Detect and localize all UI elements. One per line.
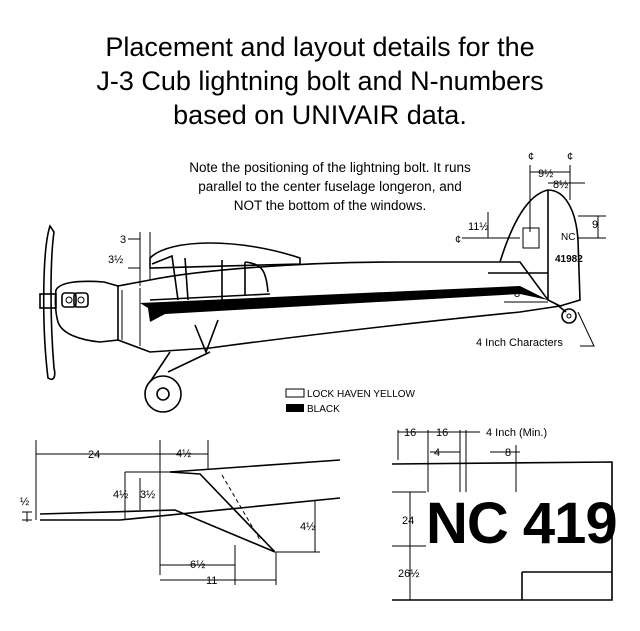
cl-symbol-top: ¢	[528, 151, 534, 163]
n-number-detail: NC 419 16 16 4 Inch (Min.) 4 8 24 26½	[391, 427, 618, 601]
dim-9-half-label: 9½	[538, 168, 553, 180]
dim-3-half-label: 3½	[140, 489, 155, 501]
dim-8-label: 8	[505, 447, 511, 459]
window-bottom	[149, 293, 271, 301]
main-wheel-hub	[156, 387, 170, 401]
fuselage-outline	[117, 261, 563, 353]
bolt-center-dash	[221, 474, 261, 541]
title-line-1: Placement and layout details for the	[105, 32, 535, 62]
dim-6-half-label: 6½	[190, 559, 205, 571]
legend-black-swatch	[286, 404, 304, 412]
gear-leg	[149, 351, 171, 383]
dim-9-label: 9	[592, 219, 598, 231]
dim-16a-label: 16	[404, 427, 416, 439]
dim-4-half-top-label: 4½	[176, 448, 191, 460]
cl-symbol-top-right: ¢	[567, 151, 573, 163]
dim-half-label: ½	[20, 496, 29, 508]
cabin-roof	[149, 242, 301, 269]
propeller	[42, 224, 56, 381]
tail-wheel-hub	[566, 313, 572, 319]
tail-nc-label: NC	[561, 232, 575, 243]
bolt-lower-edge	[40, 497, 341, 521]
prop-hub	[39, 293, 57, 309]
color-legend: LOCK HAVEN YELLOW BLACK	[285, 388, 416, 415]
lightning-bolt-stripe	[140, 286, 548, 322]
dim-26-half-label: 26½	[398, 568, 419, 580]
dim-24-label: 24	[88, 449, 100, 461]
gear-brace	[167, 351, 211, 373]
dim-24-label: 24	[402, 515, 414, 527]
dim-11-half-label: 11½	[468, 221, 489, 233]
tail-insignia	[522, 227, 540, 249]
dim-8-half-label: 8½	[553, 179, 568, 191]
bolt-detail: 24 4½ 4½ 3½ ½ 4½ 6½ 11	[20, 440, 341, 587]
chars-note-label: 4 Inch Characters	[476, 337, 563, 349]
legend-yellow-swatch	[285, 388, 305, 398]
page-title: Placement and layout details for the J-3…	[0, 30, 640, 132]
title-line-3: based on UNIVAIR data.	[173, 100, 467, 130]
engine-cowling	[54, 280, 119, 343]
main-gear-strut	[194, 319, 219, 355]
window-strut-1	[184, 257, 189, 301]
cl-symbol-left: ¢	[455, 234, 461, 246]
rear-window	[244, 261, 269, 293]
tail-wheel	[561, 308, 577, 324]
tail-wheel-spring	[555, 303, 567, 313]
dim-16b-label: 16	[436, 427, 448, 439]
legend-black-label: BLACK	[307, 404, 340, 415]
dim-4-label: 4	[434, 447, 440, 459]
dim-3-label: 3	[120, 234, 126, 246]
bolt-upper-edge	[169, 459, 341, 473]
fuselage-panel	[391, 461, 613, 601]
legend-yellow-label: LOCK HAVEN YELLOW	[307, 389, 416, 400]
dim-4-half-left-label: 4½	[113, 489, 128, 501]
dim-11-label: 11	[206, 575, 217, 587]
main-wheel	[144, 375, 182, 413]
cylinder-2	[73, 292, 89, 308]
tail-number-label: 41982	[555, 254, 583, 265]
dim-4-min-label: 4 Inch (Min.)	[486, 427, 547, 439]
title-line-2: J-3 Cub lightning bolt and N-numbers	[96, 66, 544, 96]
chars-note-leader	[577, 311, 595, 347]
cylinder-head-1	[65, 296, 73, 304]
dim-8-label: 8	[514, 288, 520, 300]
note-line-1: Note the positioning of the lightning bo…	[189, 160, 471, 175]
bolt-shape	[39, 471, 276, 553]
dim-4-half-right-label: 4½	[300, 521, 315, 533]
cylinder-1	[61, 292, 77, 308]
registration-text: NC 419	[426, 491, 617, 556]
placement-note: Note the positioning of the lightning bo…	[140, 158, 520, 215]
cylinder-head-2	[77, 296, 85, 304]
dim-3-half-label: 3½	[108, 254, 123, 266]
airplane-side-view: NC 41982 3 3½ 11½ ¢ ¢ ¢ 9½ 8½ 9 8	[39, 151, 606, 413]
windshield	[151, 254, 179, 301]
note-line-2: parallel to the center fuselage longeron…	[198, 179, 462, 194]
note-line-3: NOT the bottom of the windows.	[233, 198, 427, 213]
